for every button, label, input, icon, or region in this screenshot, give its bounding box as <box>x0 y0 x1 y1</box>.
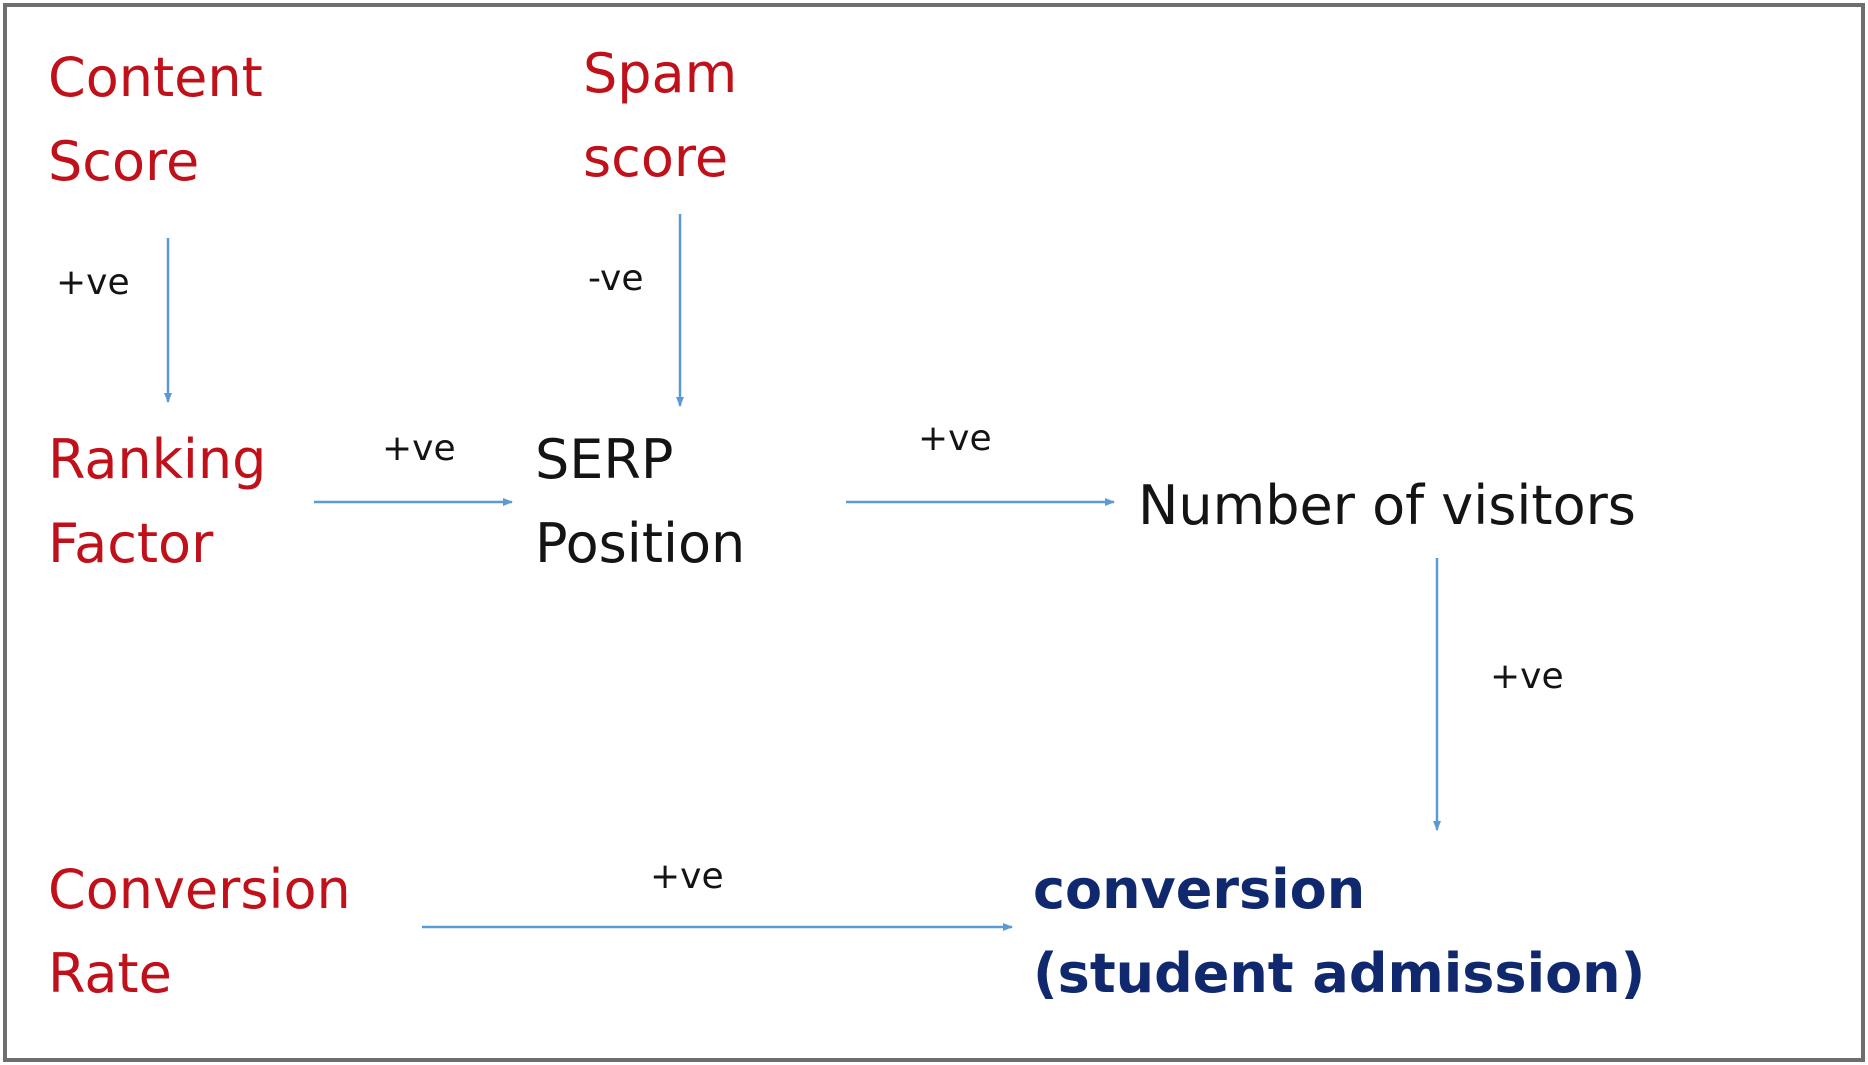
edge-label-serp-to-visitors: +ve <box>918 418 992 459</box>
diagram-frame <box>3 3 1865 1062</box>
node-serp-position-line-1: SERP <box>535 428 674 491</box>
node-conversion-rate: Conversion Rate <box>48 848 351 1016</box>
node-content-score-line-1: Content <box>48 46 263 109</box>
edge-label-visitors-to-conversion: +ve <box>1490 656 1564 697</box>
node-content-score: Content Score <box>48 36 263 204</box>
node-spam-score-line-1: Spam <box>583 42 738 105</box>
node-conversion-line-2: (student admission) <box>1033 942 1646 1005</box>
node-spam-score: Spam score <box>583 32 737 200</box>
node-serp-position-line-2: Position <box>535 512 746 575</box>
node-ranking-factor-line-2: Factor <box>48 512 214 575</box>
node-content-score-line-2: Score <box>48 130 200 193</box>
node-ranking-factor-line-1: Ranking <box>48 428 267 491</box>
edge-label-content-to-ranking: +ve <box>56 262 130 303</box>
node-conversion-line-1: conversion <box>1033 858 1366 921</box>
edge-label-rate-to-conversion: +ve <box>650 856 724 897</box>
node-ranking-factor: Ranking Factor <box>48 418 266 586</box>
node-serp-position: SERP Position <box>535 418 745 586</box>
edge-label-ranking-to-serp: +ve <box>382 428 456 469</box>
edge-label-spam-to-serp: -ve <box>588 258 644 299</box>
node-number-of-visitors-line-1: Number of visitors <box>1138 474 1636 537</box>
node-conversion-rate-line-2: Rate <box>48 942 172 1005</box>
node-spam-score-line-2: score <box>583 126 729 189</box>
node-conversion-rate-line-1: Conversion <box>48 858 351 921</box>
node-number-of-visitors: Number of visitors <box>1138 464 1636 548</box>
node-conversion: conversion (student admission) <box>1033 848 1645 1016</box>
